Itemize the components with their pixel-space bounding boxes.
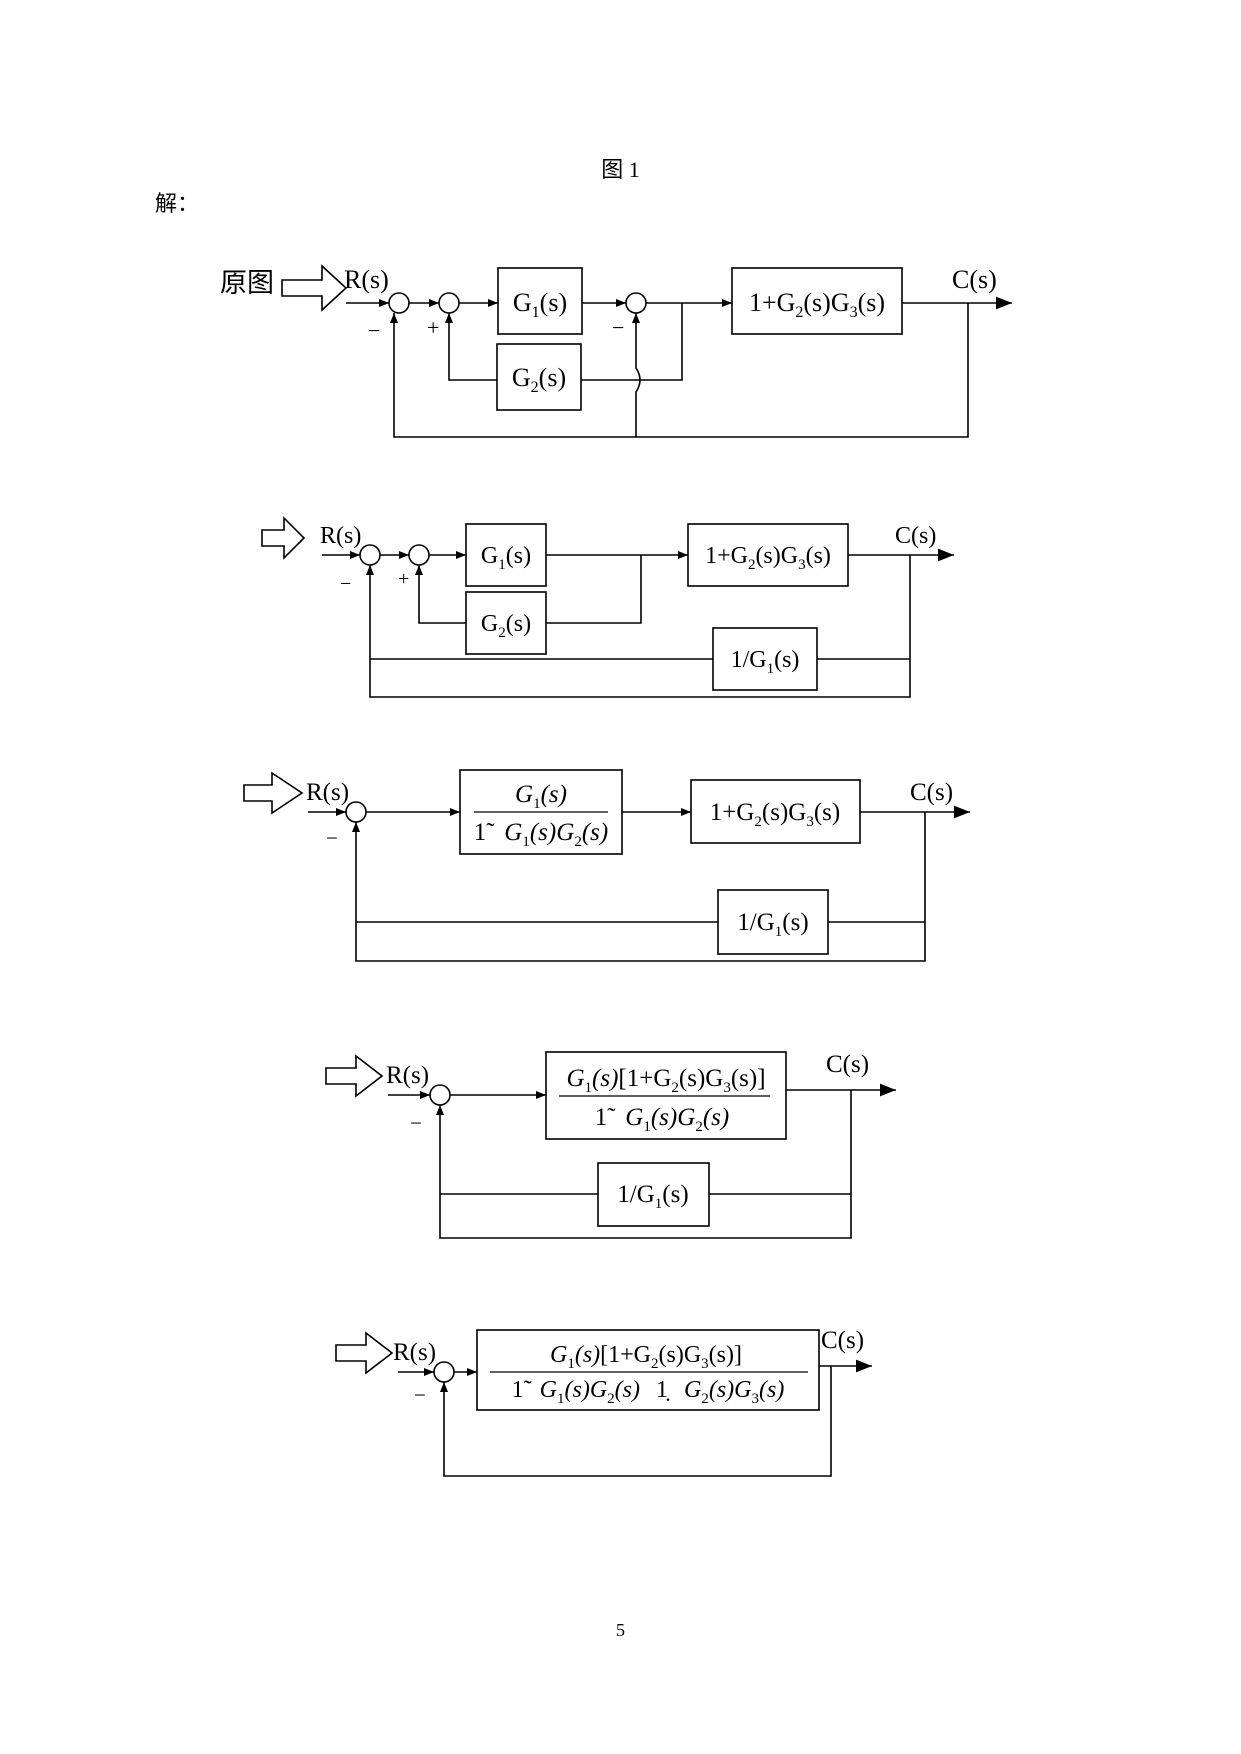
output-label: C(s): [952, 265, 997, 294]
block-forward: [731, 267, 903, 335]
fraction-numerator: G1(s)[1+G2(s)G3(s)]: [566, 1065, 765, 1096]
hollow-arrow-icon: [281, 264, 348, 312]
hollow-arrow-icon: [261, 516, 306, 560]
sign-minus: −: [326, 826, 338, 850]
fraction-numerator: G1(s): [515, 781, 567, 812]
hollow-arrow-icon: [335, 1331, 394, 1375]
block-g1: [497, 267, 583, 335]
sign-minus: −: [414, 1383, 426, 1407]
fraction-denominator: 1̃G1(s)G2(s)1̣G2(s)G3(s): [512, 1377, 785, 1407]
fraction-denominator: 1̃G1(s)G2(s): [595, 1104, 729, 1135]
block-fraction: [476, 1329, 820, 1411]
sign-plus: +: [398, 568, 409, 590]
output-label: C(s): [826, 1051, 869, 1078]
block-feedback-label: 1/G1(s): [617, 1181, 688, 1212]
sign-minus: −: [410, 1111, 422, 1135]
hollow-arrow-icon: [325, 1054, 384, 1098]
summing-junction-1: [388, 292, 410, 314]
block-g1-label: G1(s): [481, 543, 531, 573]
output-label: C(s): [895, 523, 936, 549]
stage-2-diagram: [261, 516, 954, 698]
block-g2-label: G2(s): [512, 363, 566, 396]
summing-junction-1: [429, 1084, 451, 1106]
summing-junction-3: [625, 292, 647, 314]
block-forward-label: 1+G2(s)G3(s): [710, 799, 840, 830]
stage-3-diagram: [243, 769, 970, 962]
block-g2: [496, 343, 582, 411]
block-feedback-label: 1/G1(s): [731, 647, 800, 677]
block-g2-label: G2(s): [481, 611, 531, 641]
sign-minus: −: [340, 573, 351, 595]
input-label: R(s): [320, 523, 361, 549]
solution-label: 解：: [155, 191, 200, 216]
summing-junction-1: [433, 1361, 455, 1383]
summing-junction-2: [408, 544, 430, 566]
sign-minus: −: [368, 318, 380, 343]
page-number: 5: [616, 1620, 625, 1640]
output-label: C(s): [910, 779, 953, 806]
block-g1-label: G1(s): [513, 288, 567, 321]
summing-junction-1: [359, 544, 381, 566]
output-label: C(s): [821, 1327, 864, 1354]
stage-1-diagram: [281, 264, 1012, 438]
block-feedback-label: 1/G1(s): [737, 909, 808, 940]
hollow-arrow-icon: [243, 771, 304, 815]
block-forward-label: 1+G2(s)G3(s): [749, 288, 885, 321]
stage-4-diagram: [325, 1051, 896, 1239]
block-forward-label: 1+G2(s)G3(s): [705, 543, 831, 573]
stage-1-label: 原图: [220, 268, 274, 298]
stage-5-diagram: [335, 1329, 872, 1477]
input-label: R(s): [393, 1339, 436, 1366]
input-label: R(s): [344, 265, 389, 294]
input-label: R(s): [386, 1062, 429, 1089]
summing-junction-2: [438, 292, 460, 314]
sign-plus: +: [427, 315, 439, 340]
input-label: R(s): [306, 779, 349, 806]
sign-minus: −: [612, 315, 624, 340]
fraction-numerator: G1(s)[1+G2(s)G3(s)]: [550, 1342, 742, 1372]
figure-caption: 图 1: [601, 157, 640, 182]
fraction-denominator: 1̃G1(s)G2(s): [474, 819, 608, 850]
